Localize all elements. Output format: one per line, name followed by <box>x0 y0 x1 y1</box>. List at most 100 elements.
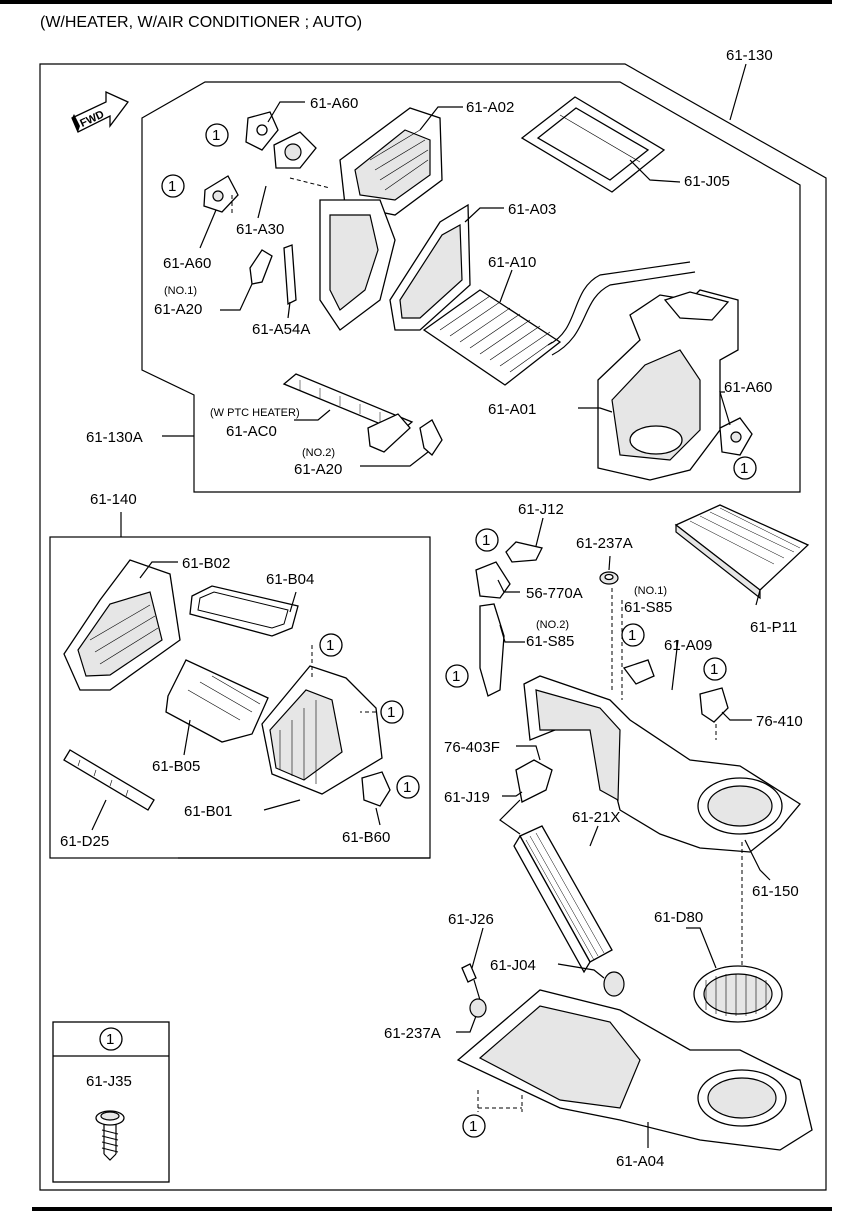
legend-part-label: 61-J35 <box>86 1073 132 1090</box>
label-61-a60-right: 61-A60 <box>724 379 772 396</box>
lower-blower-case-drawing <box>456 989 813 1151</box>
label-no2-b: (NO.2) <box>536 619 569 631</box>
cabin-filter-drawing <box>674 504 810 600</box>
fwd-label: FWD <box>78 108 106 129</box>
upper-case-drawing <box>319 107 443 331</box>
label-no2-a: (NO.2) <box>302 447 335 459</box>
actuator-right-drawing <box>719 417 753 456</box>
heater-case-drawing <box>597 289 739 481</box>
screw-j26-drawing <box>461 963 481 1001</box>
svg-text:1: 1 <box>387 704 395 721</box>
label-61-a04: 61-A04 <box>616 1153 664 1170</box>
label-61-j19: 61-J19 <box>444 789 490 806</box>
label-76-410: 76-410 <box>756 713 803 730</box>
callout-3: 1 <box>733 456 757 480</box>
svg-text:1: 1 <box>710 661 718 678</box>
bottom-rule <box>32 1207 832 1211</box>
svg-text:1: 1 <box>469 1118 477 1135</box>
blower-strip-drawing <box>63 749 155 811</box>
label-61-140: 61-140 <box>90 491 137 508</box>
heater-unit-boundary <box>141 81 801 493</box>
label-61-b04: 61-B04 <box>266 571 314 588</box>
fwd-arrow-icon: FWD <box>71 90 130 133</box>
callout-4: 1 <box>319 633 343 657</box>
label-61-a02: 61-A02 <box>466 99 514 116</box>
callout-5: 1 <box>380 700 404 724</box>
evaporator-case-drawing <box>523 675 801 853</box>
evaporator-drawing <box>513 825 613 974</box>
drain-hose-drawing <box>603 971 625 997</box>
label-61-j12: 61-J12 <box>518 501 564 518</box>
label-61-s85-a: 61-S85 <box>624 599 672 616</box>
label-61-p11: 61-P11 <box>750 619 797 636</box>
callout-6: 1 <box>396 775 420 799</box>
intake-seal-drawing <box>505 541 543 563</box>
label-61-130a: 61-130A <box>86 429 143 446</box>
svg-text:1: 1 <box>212 127 220 144</box>
callout-8: 1 <box>621 623 645 647</box>
grommet-drawing <box>599 571 619 585</box>
actuator-left-drawing <box>203 175 239 213</box>
label-61-a20-a: 61-A20 <box>154 301 202 318</box>
label-61-a54a: 61-A54A <box>252 321 310 338</box>
label-61-s85-b: 61-S85 <box>526 633 574 650</box>
label-61-a09: 61-A09 <box>664 637 712 654</box>
callout-11: 1 <box>462 1114 486 1138</box>
legend-box: 1 61-J35 <box>52 1021 170 1183</box>
label-61-237a-bot: 61-237A <box>384 1025 441 1042</box>
link-no1-drawing <box>249 249 273 285</box>
grommet-bottom-drawing <box>469 998 487 1018</box>
label-61-a20-b: 61-A20 <box>294 461 342 478</box>
top-rule <box>0 0 832 4</box>
outer-assembly-boundary <box>39 63 827 1191</box>
diagram-title: (W/HEATER, W/AIR CONDITIONER ; AUTO) <box>40 14 362 31</box>
screw-icon <box>95 1110 125 1161</box>
label-61-b01: 61-B01 <box>184 803 232 820</box>
actuator-76410-drawing <box>699 687 729 723</box>
callout-circles: 1 1 1 1 1 1 1 1 1 1 1 <box>161 123 757 1138</box>
label-61-a10: 61-A10 <box>488 254 536 271</box>
label-no1-a: (NO.1) <box>164 285 197 297</box>
label-61-d80: 61-D80 <box>654 909 703 926</box>
blower-seal-drawing <box>189 585 299 637</box>
blower-case-drawing <box>261 665 383 795</box>
label-61-a60-top: 61-A60 <box>310 95 358 112</box>
partition-drawing <box>389 203 471 331</box>
label-61-j04: 61-J04 <box>490 957 536 974</box>
filter-frame-drawing <box>520 96 666 193</box>
blower-lower-drawing <box>165 659 269 743</box>
label-56-770a: 56-770A <box>526 585 583 602</box>
label-61-b60: 61-B60 <box>342 829 390 846</box>
svg-text:1: 1 <box>403 779 411 796</box>
callout-1: 1 <box>205 123 229 147</box>
label-61-237a-top: 61-237A <box>576 535 633 552</box>
blower-upper-drawing <box>63 559 181 691</box>
label-61-130: 61-130 <box>726 47 773 64</box>
label-61-21x: 61-21X <box>572 809 620 826</box>
heater-core-drawing <box>422 261 696 386</box>
callout-9: 1 <box>445 664 469 688</box>
label-61-150: 61-150 <box>752 883 799 900</box>
blower-actuator-drawing <box>361 771 391 807</box>
leader-lines <box>91 63 771 1148</box>
label-61-a03: 61-A03 <box>508 201 556 218</box>
label-61-a60-left: 61-A60 <box>163 255 211 272</box>
label-61-b05: 61-B05 <box>152 758 200 775</box>
callout-10: 1 <box>703 657 727 681</box>
label-61-ac0: 61-AC0 <box>226 423 277 440</box>
sensor-no1-drawing <box>622 659 655 685</box>
label-76-403f: 76-403F <box>444 739 500 756</box>
label-ptc-heater: (W PTC HEATER) <box>210 407 300 419</box>
actuator-top-drawing <box>245 111 317 169</box>
callout-2: 1 <box>161 174 185 198</box>
callout-7: 1 <box>475 528 499 552</box>
seal-drawing <box>283 244 297 306</box>
expansion-valve-drawing <box>499 759 553 835</box>
label-61-a30: 61-A30 <box>236 221 284 238</box>
svg-text:1: 1 <box>326 637 334 654</box>
legend-number: 1 <box>106 1031 114 1048</box>
label-no1-b: (NO.1) <box>634 585 667 597</box>
svg-text:1: 1 <box>740 460 748 477</box>
bracket-drawing <box>475 561 511 697</box>
